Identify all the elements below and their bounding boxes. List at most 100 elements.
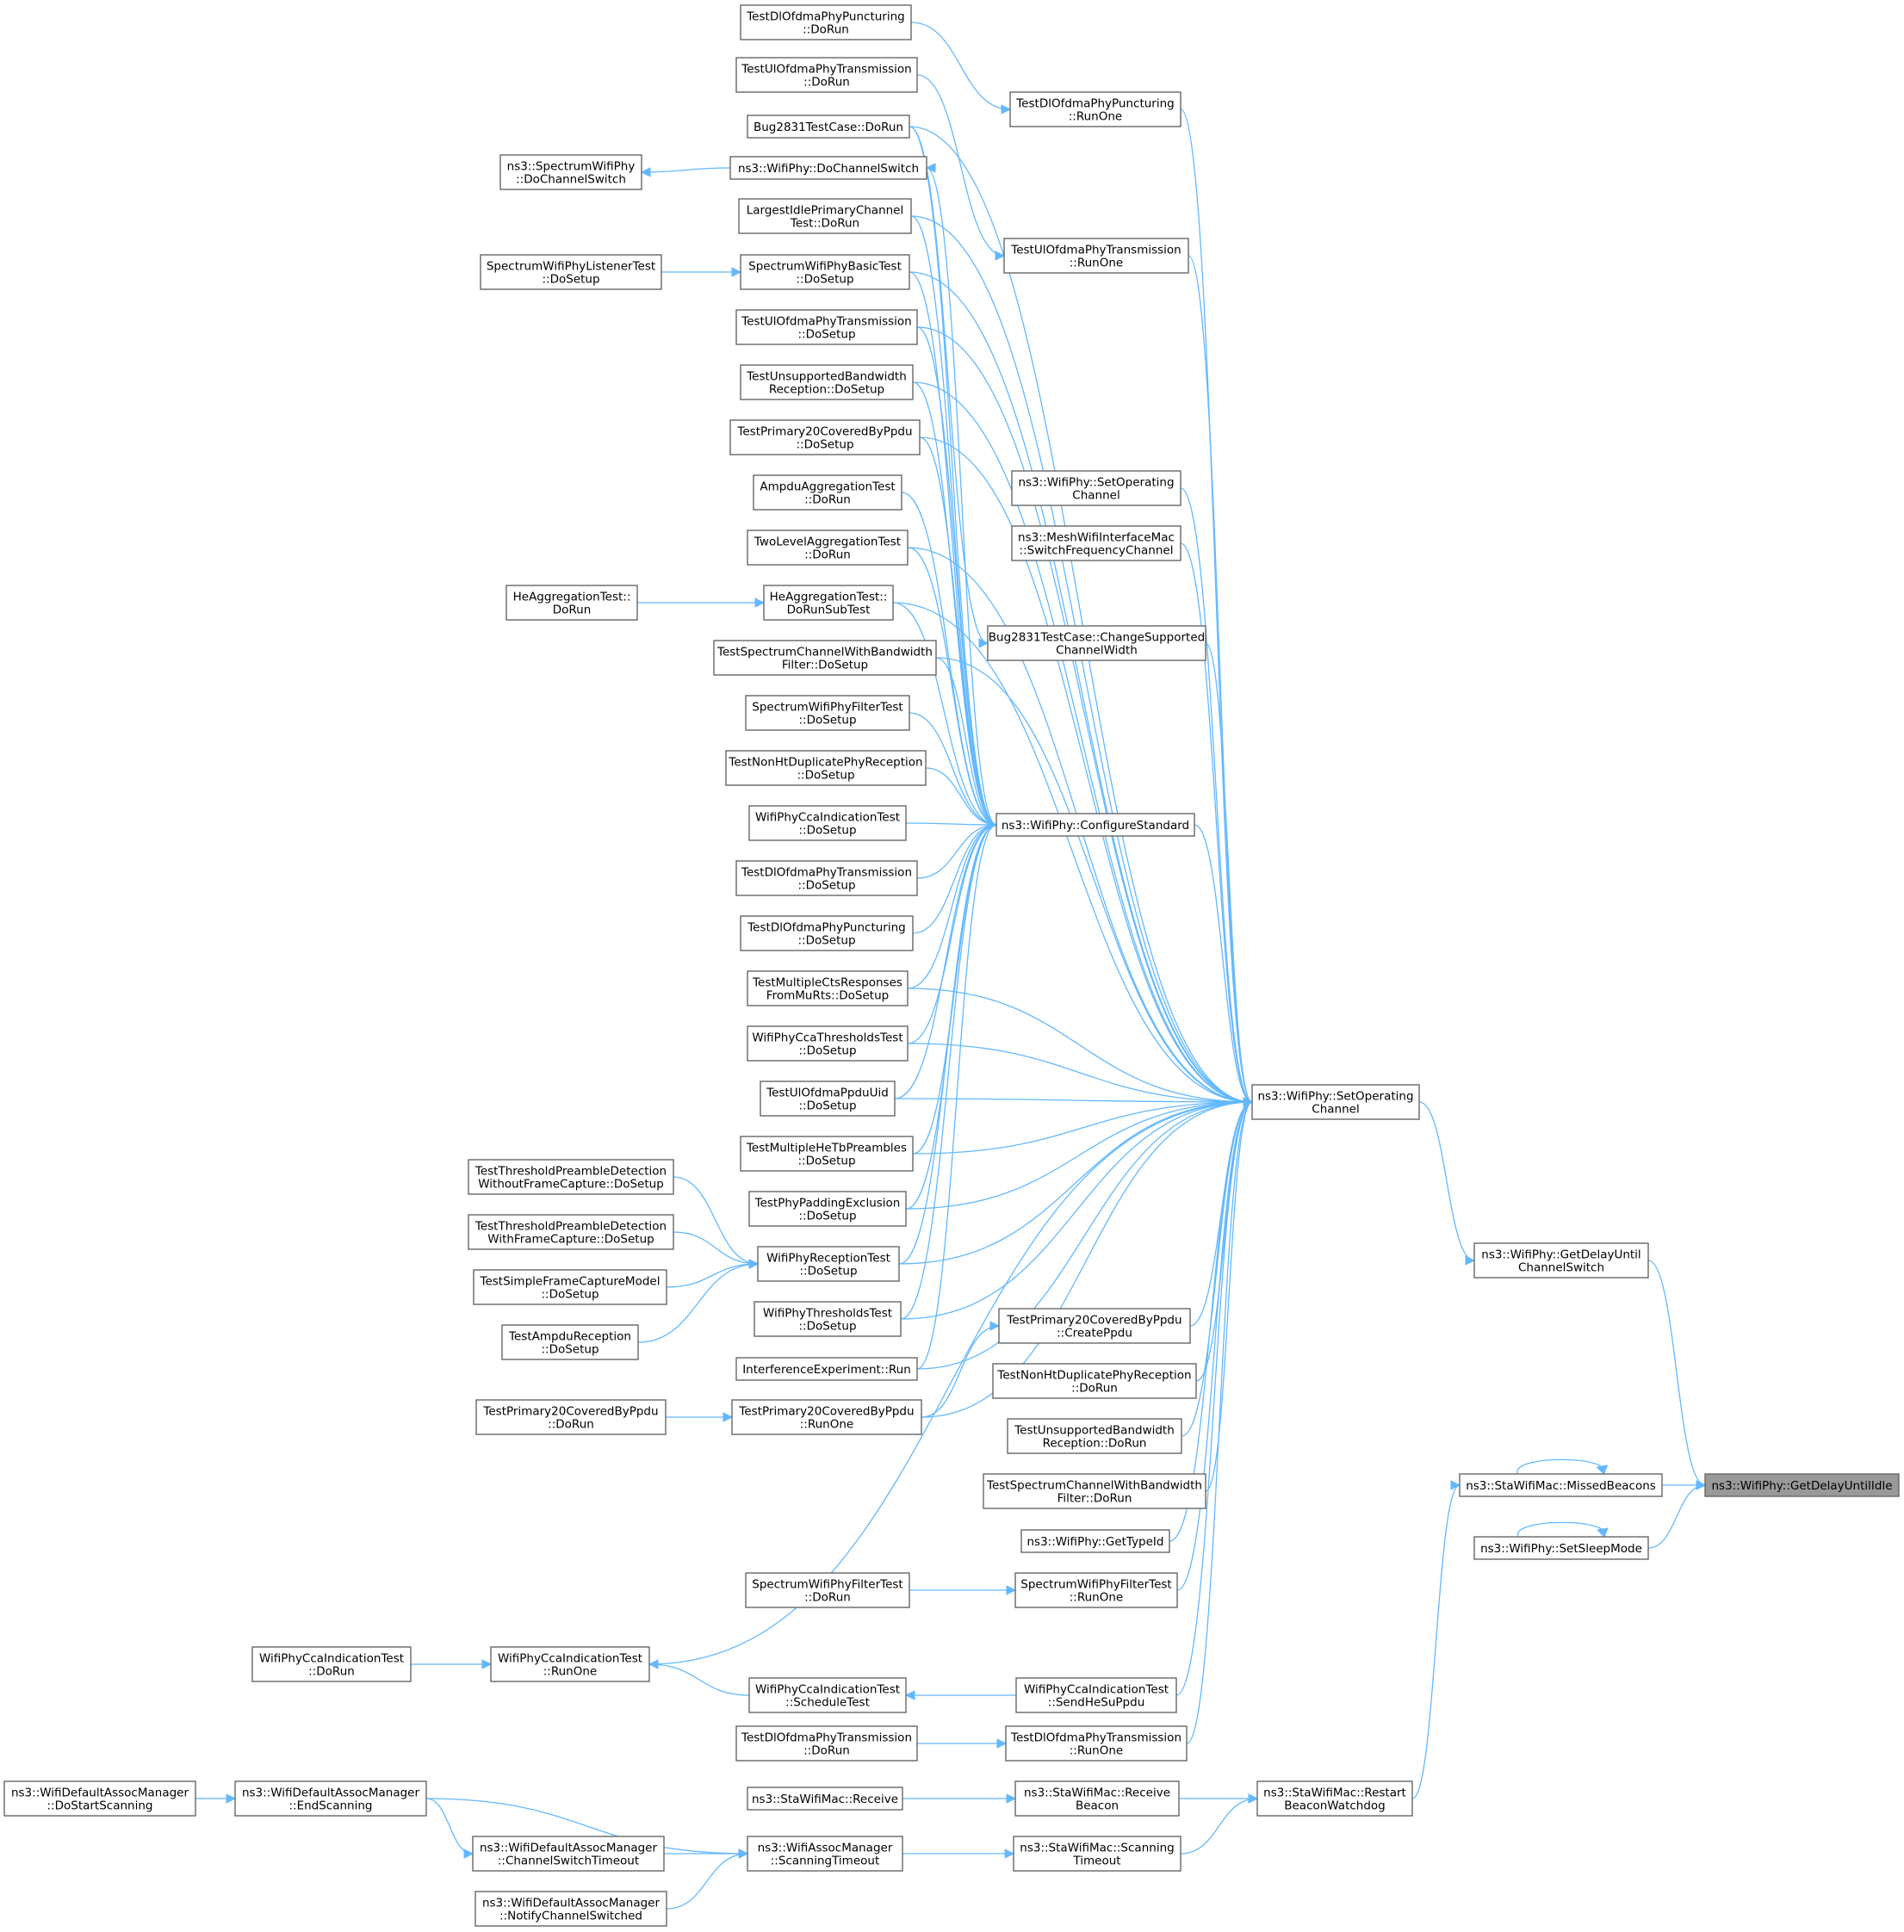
function-node-ccaIndSendHeSu[interactable]: WifiPhyCcaIndicationTest::SendHeSuPpdu bbox=[1015, 1677, 1177, 1713]
node-label: TestUlOfdmaPhyTransmission bbox=[741, 315, 911, 329]
function-node-bugDoRun[interactable]: Bug2831TestCase::DoRun bbox=[747, 115, 910, 139]
node-label: ::DoSetup bbox=[798, 1210, 856, 1223]
function-node-receptionSetup[interactable]: WifiPhyReceptionTest::DoSetup bbox=[757, 1246, 900, 1282]
function-node-specFilterRunOne[interactable]: SpectrumWifiPhyFilterTest::RunOne bbox=[1014, 1572, 1178, 1608]
function-node-tMultiHeTbSetup[interactable]: TestMultipleHeTbPreambles::DoSetup bbox=[740, 1136, 914, 1172]
function-node-tSpecChanBwSetup[interactable]: TestSpectrumChannelWithBandwidthFilter::… bbox=[713, 640, 937, 676]
call-edge bbox=[907, 820, 998, 989]
function-node-ccaIndSetup[interactable]: WifiPhyCcaIndicationTest::DoSetup bbox=[748, 805, 907, 841]
node-box bbox=[473, 1269, 667, 1305]
function-node-tNonHtDoRun[interactable]: TestNonHtDuplicatePhyReception::DoRun bbox=[992, 1363, 1197, 1399]
function-node-tP20DoRun[interactable]: TestPrimary20CoveredByPpdu::DoRun bbox=[475, 1399, 667, 1435]
edge-path bbox=[912, 381, 1253, 1103]
node-label: TestNonHtDuplicatePhyReception bbox=[728, 756, 922, 770]
function-node-tDlPunctRunOne[interactable]: TestDlOfdmaPhyPuncturing::RunOne bbox=[1009, 91, 1181, 127]
function-node-tPhyPaddingSetup[interactable]: TestPhyPaddingExclusion::DoSetup bbox=[748, 1191, 907, 1227]
node-label: WifiPhyCcaIndicationTest bbox=[259, 1652, 404, 1666]
function-node-tSimpleCap[interactable]: TestSimpleFrameCaptureModel::DoSetup bbox=[473, 1269, 667, 1305]
node-label: ns3::WifiDefaultAssocManager bbox=[480, 1842, 658, 1855]
function-node-doChanSwitch[interactable]: ns3::WifiPhy::DoChannelSwitch bbox=[729, 156, 927, 180]
edge-path bbox=[892, 602, 997, 826]
function-node-tDlPunctSetup[interactable]: TestDlOfdmaPhyPuncturing::DoSetup bbox=[740, 915, 914, 951]
function-node-specDoChanSwitch[interactable]: ns3::SpectrumWifiPhy::DoChannelSwitch bbox=[499, 154, 642, 190]
edge-path bbox=[909, 126, 989, 644]
function-node-assocScanTimeout[interactable]: ns3::WifiAssocManager::ScanningTimeout bbox=[747, 1836, 903, 1872]
function-node-tUlPpduUidSetup[interactable]: TestUlOfdmaPpduUid::DoSetup bbox=[760, 1081, 896, 1117]
function-node-tUlTransRunOne[interactable]: TestUlOfdmaPhyTransmission::RunOne bbox=[1003, 238, 1189, 274]
function-node-interfRun[interactable]: InterferenceExperiment::Run bbox=[735, 1357, 918, 1381]
function-node-ampduAgg[interactable]: AmpduAggregationTest::DoRun bbox=[753, 474, 902, 511]
function-node-csTimeout[interactable]: ns3::WifiDefaultAssocManager::ChannelSwi… bbox=[472, 1836, 665, 1872]
function-node-meshSwitch[interactable]: ns3::MeshWifiInterfaceMac::SwitchFrequen… bbox=[1011, 525, 1181, 561]
function-node-ccaIndRunOne[interactable]: WifiPhyCcaIndicationTest::RunOne bbox=[490, 1646, 650, 1682]
arrowhead bbox=[226, 1793, 237, 1804]
function-node-threshSetup[interactable]: WifiPhyThresholdsTest::DoSetup bbox=[754, 1301, 902, 1337]
function-node-tThreshCap[interactable]: TestThresholdPreambleDetectionWithFrameC… bbox=[468, 1214, 674, 1250]
function-node-missedBeacons[interactable]: ns3::StaWifiMac::MissedBeacons bbox=[1459, 1473, 1663, 1497]
node-box bbox=[748, 1191, 907, 1227]
function-node-tSpecChanBwDoRun[interactable]: TestSpectrumChannelWithBandwidthFilter::… bbox=[983, 1473, 1206, 1509]
function-node-tP20CreatePpdu[interactable]: TestPrimary20CoveredByPpdu::CreatePpdu bbox=[998, 1308, 1191, 1344]
call-edge bbox=[909, 1585, 1017, 1595]
node-box bbox=[740, 4, 912, 40]
function-node-tUlTransDoRun[interactable]: TestUlOfdmaPhyTransmission::DoRun bbox=[735, 57, 918, 93]
function-node-heAggSub[interactable]: HeAggregationTest::DoRunSubTest bbox=[763, 585, 894, 621]
function-node-heAggDoRun[interactable]: HeAggregationTest::DoRun bbox=[505, 585, 638, 621]
function-node-ccaIndDoRun[interactable]: WifiPhyCcaIndicationTest::DoRun bbox=[251, 1646, 412, 1682]
function-node-tDlTransDoRun[interactable]: TestDlOfdmaPhyTransmission::DoRun bbox=[735, 1725, 918, 1762]
node-label: ::DoRun bbox=[308, 1665, 355, 1679]
call-edge bbox=[909, 271, 1254, 1107]
function-node-tDlTransRunOne[interactable]: TestDlOfdmaPhyTransmission::RunOne bbox=[1005, 1725, 1188, 1762]
edge-path bbox=[907, 988, 1253, 1103]
node-label: ::DoSetup bbox=[797, 769, 854, 783]
node-label: ::CreatePpdu bbox=[1057, 1327, 1132, 1341]
function-node-tNonHtSetup[interactable]: TestNonHtDuplicatePhyReception::DoSetup bbox=[725, 750, 927, 786]
function-node-ccaThreshSetup[interactable]: WifiPhyCcaThresholdsTest::DoSetup bbox=[747, 1025, 909, 1062]
function-node-tP20RunOne[interactable]: TestPrimary20CoveredByPpdu::RunOne bbox=[731, 1399, 922, 1435]
node-label: SpectrumWifiPhyBasicTest bbox=[748, 260, 902, 274]
function-node-tDlTransSetup[interactable]: TestDlOfdmaPhyTransmission::DoSetup bbox=[735, 860, 918, 896]
node-label: TestAmpduReception bbox=[508, 1330, 631, 1344]
function-node-staReceive[interactable]: ns3::StaWifiMac::Receive bbox=[747, 1786, 903, 1811]
function-node-tMultiCtsSetup[interactable]: TestMultipleCtsResponsesFromMuRts::DoSet… bbox=[747, 970, 909, 1006]
function-node-notifyCS[interactable]: ns3::WifiDefaultAssocManager::NotifyChan… bbox=[474, 1891, 667, 1927]
function-node-specFilterDoRun[interactable]: SpectrumWifiPhyFilterTest::DoRun bbox=[745, 1572, 910, 1608]
function-node-configStd[interactable]: ns3::WifiPhy::ConfigureStandard bbox=[995, 813, 1195, 837]
function-node-tUlTransSetup[interactable]: TestUlOfdmaPhyTransmission::DoSetup bbox=[735, 309, 918, 345]
node-box bbox=[1014, 1780, 1180, 1817]
arrowhead bbox=[1004, 1848, 1015, 1859]
edge-path bbox=[1205, 1101, 1253, 1492]
edge-path bbox=[898, 1101, 1253, 1265]
function-node-tUnsupBwSetup[interactable]: TestUnsupportedBandwidthReception::DoSet… bbox=[740, 364, 914, 400]
function-node-specListenerSetup[interactable]: SpectrumWifiPhyListenerTest::DoSetup bbox=[480, 254, 662, 290]
function-node-specBasicSetup[interactable]: SpectrumWifiPhyBasicTest::DoSetup bbox=[740, 254, 910, 290]
function-node-ccaIndSched[interactable]: WifiPhyCcaIndicationTest::ScheduleTest bbox=[748, 1677, 907, 1713]
function-node-getTypeId[interactable]: ns3::WifiPhy::GetTypeId bbox=[1020, 1529, 1170, 1553]
node-box bbox=[475, 1399, 667, 1435]
function-node-target[interactable]: ns3::WifiPhy::GetDelayUntilIdle bbox=[1704, 1473, 1900, 1497]
function-node-endScanning[interactable]: ns3::WifiDefaultAssocManager::EndScannin… bbox=[234, 1780, 427, 1817]
edge-path bbox=[916, 824, 997, 879]
function-node-tDlPunctDoRun[interactable]: TestDlOfdmaPhyPuncturing::DoRun bbox=[740, 4, 912, 40]
function-node-tAmpduRecep[interactable]: TestAmpduReception::DoSetup bbox=[501, 1324, 639, 1360]
node-box bbox=[995, 813, 1195, 837]
function-node-setSleepMode[interactable]: ns3::WifiPhy::SetSleepMode bbox=[1473, 1536, 1649, 1560]
function-node-twoLevelAgg[interactable]: TwoLevelAggregationTest::DoRun bbox=[747, 529, 909, 566]
node-label: ns3::WifiDefaultAssocManager bbox=[11, 1786, 189, 1800]
function-node-scanningTimeout[interactable]: ns3::StaWifiMac::ScanningTimeout bbox=[1013, 1836, 1181, 1872]
function-node-specFilterSetup[interactable]: SpectrumWifiPhyFilterTest::DoSetup bbox=[745, 695, 910, 731]
node-label: ::DoRun bbox=[803, 76, 850, 90]
function-node-tP20Setup[interactable]: TestPrimary20CoveredByPpdu::DoSetup bbox=[729, 419, 921, 455]
function-node-bugChange[interactable]: Bug2831TestCase::ChangeSupportedChannelW… bbox=[987, 625, 1206, 661]
function-node-tThreshNoCap[interactable]: TestThresholdPreambleDetectionWithoutFra… bbox=[468, 1159, 674, 1195]
node-label: SpectrumWifiPhyFilterTest bbox=[752, 1578, 902, 1592]
node-label: WifiPhyCcaThresholdsTest bbox=[752, 1031, 902, 1045]
function-node-doStartScanning[interactable]: ns3::WifiDefaultAssocManager::DoStartSca… bbox=[3, 1780, 196, 1817]
